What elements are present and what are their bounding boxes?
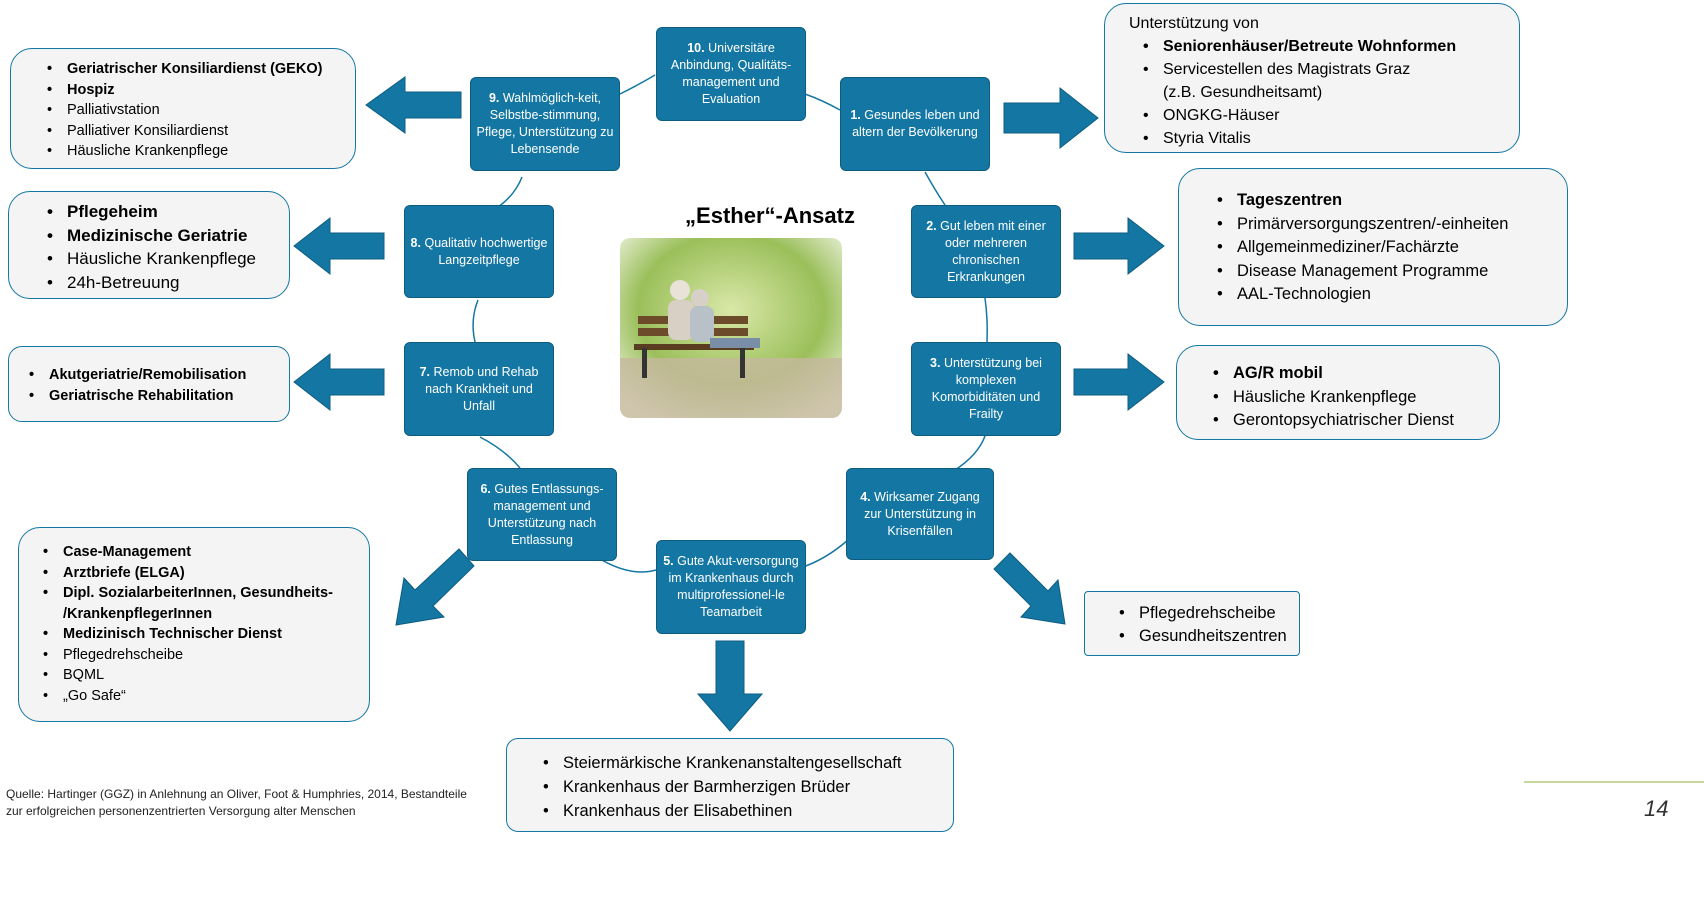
- box-item: Hospiz: [47, 80, 347, 101]
- box-item: AG/R mobil: [1213, 362, 1489, 386]
- node-number: 6.: [480, 481, 491, 496]
- arrow-2: [1073, 216, 1165, 276]
- bench-photo-illustration: [620, 238, 842, 418]
- diagram-title: „Esther“-Ansatz: [685, 203, 855, 228]
- box-item: Häusliche Krankenpflege: [1213, 386, 1489, 410]
- source-note: Quelle: Hartinger (GGZ) in Anlehnung an …: [6, 787, 467, 818]
- box-item: Palliativstation: [47, 100, 347, 121]
- box-item: Pflegedrehscheibe: [1119, 602, 1289, 625]
- box-item: Case-Management: [43, 542, 359, 563]
- box-item: Geriatrische Rehabilitation: [29, 386, 281, 407]
- box-item: Styria Vitalis: [1143, 127, 1509, 150]
- arrow-9: [365, 76, 462, 134]
- box-item: „Go Safe“: [43, 686, 359, 707]
- box-item: AAL-Technologien: [1217, 283, 1557, 307]
- box-item: Allgemeinmediziner/Fachärzte: [1217, 236, 1557, 260]
- box-node-7: Akutgeriatrie/Remobilisation Geriatrisch…: [8, 346, 290, 422]
- node-2[interactable]: 2. Gut leben mit einer oder mehreren chr…: [911, 205, 1061, 298]
- box-item: Häusliche Krankenpflege: [47, 247, 281, 271]
- box-item: Pflegedrehscheibe: [43, 645, 359, 666]
- box-item: Medizinisch Technischer Dienst: [43, 624, 359, 645]
- box-item: Häusliche Krankenpflege: [47, 141, 347, 162]
- box-heading: Unterstützung von: [1129, 15, 1259, 32]
- box-item: Krankenhaus der Elisabethinen: [543, 799, 943, 823]
- node-text: Remob und Rehab nach Krankheit und Unfal…: [425, 364, 539, 413]
- box-item: (z.B. Gesundheitsamt): [1163, 84, 1323, 101]
- node-5[interactable]: 5. Gute Akut-versorgung im Krankenhaus d…: [656, 540, 806, 634]
- box-item: Pflegeheim: [47, 200, 281, 224]
- node-10[interactable]: 10. Universitäre Anbindung, Qualitäts-ma…: [656, 27, 806, 121]
- node-1[interactable]: 1. Gesundes leben und altern der Bevölke…: [840, 77, 990, 171]
- box-node-1: Unterstützung von Seniorenhäuser/Betreut…: [1104, 3, 1520, 153]
- page-number-rule: [1524, 781, 1704, 783]
- node-text: Unterstützung bei komplexen Komorbidität…: [931, 356, 1042, 421]
- box-item: Servicestellen des Magistrats Graz: [1143, 58, 1509, 81]
- node-7[interactable]: 7. Remob und Rehab nach Krankheit und Un…: [404, 342, 554, 436]
- node-text: Universitäre Anbindung, Qualitäts-manage…: [670, 41, 792, 106]
- arrow-4: [993, 552, 1066, 625]
- node-4[interactable]: 4. Wirksamer Zugang zur Unterstützung in…: [846, 468, 994, 560]
- node-number: 3.: [930, 356, 941, 370]
- node-text: Wahlmöglich-keit, Selbstbe-stimmung, Pfl…: [476, 91, 614, 156]
- node-number: 10.: [687, 41, 705, 55]
- box-node-8: Pflegeheim Medizinische Geriatrie Häusli…: [8, 191, 290, 299]
- node-8[interactable]: 8. Qualitativ hochwertige Langzeitpflege: [404, 205, 554, 298]
- node-text: Qualitativ hochwertige Langzeitpflege: [424, 235, 548, 267]
- box-item: Krankenhaus der Barmherzigen Brüder: [543, 775, 943, 799]
- box-item: Dipl. SozialarbeiterInnen, Gesundheits-: [43, 583, 359, 604]
- node-number: 4.: [860, 489, 871, 504]
- box-item: Arztbriefe (ELGA): [43, 563, 359, 584]
- box-item: /KrankenpflegerInnen: [63, 605, 213, 622]
- page-number: 14: [1644, 796, 1669, 821]
- node-number: 5.: [663, 554, 674, 568]
- node-text: Gutes Entlassungs-management und Unterst…: [487, 481, 604, 547]
- box-node-6: Case-Management Arztbriefe (ELGA) Dipl. …: [18, 527, 370, 722]
- node-number: 7.: [419, 364, 430, 379]
- node-number: 1.: [850, 108, 861, 122]
- node-number: 8.: [410, 235, 421, 250]
- node-text: Wirksamer Zugang zur Unterstützung in Kr…: [864, 489, 980, 538]
- photo-elderly-couple: [620, 238, 842, 418]
- box-node-3: AG/R mobil Häusliche Krankenpflege Geron…: [1176, 345, 1500, 440]
- arrow-1: [1003, 86, 1099, 150]
- arrow-5: [696, 640, 764, 732]
- node-text: Gute Akut-versorgung im Krankenhaus durc…: [668, 554, 799, 619]
- box-item: Tageszentren: [1217, 189, 1557, 213]
- box-item: Palliativer Konsiliardienst: [47, 121, 347, 142]
- box-item: Medizinische Geriatrie: [47, 224, 281, 248]
- box-item: ONGKG-Häuser: [1143, 104, 1509, 127]
- arrow-7: [293, 352, 385, 412]
- box-item: Steiermärkische Krankenanstaltengesellsc…: [543, 751, 943, 775]
- node-text: Gut leben mit einer oder mehreren chroni…: [940, 218, 1046, 284]
- box-item: Primärversorgungszentren/-einheiten: [1217, 213, 1557, 237]
- box-node-5: Steiermärkische Krankenanstaltengesellsc…: [506, 738, 954, 832]
- box-node-2: Tageszentren Primärversorgungszentren/-e…: [1178, 168, 1568, 326]
- box-item: 24h-Betreuung: [47, 271, 281, 295]
- box-node-9: Geriatrischer Konsiliardienst (GEKO) Hos…: [10, 48, 356, 169]
- box-item: Disease Management Programme: [1217, 260, 1557, 284]
- node-3[interactable]: 3. Unterstützung bei komplexen Komorbidi…: [911, 342, 1061, 436]
- box-item: Seniorenhäuser/Betreute Wohnformen: [1143, 35, 1509, 58]
- node-number: 9.: [488, 91, 500, 105]
- node-9[interactable]: 9. Wahlmöglich-keit, Selbstbe-stimmung, …: [470, 77, 620, 171]
- box-item: Geriatrischer Konsiliardienst (GEKO): [47, 59, 347, 80]
- node-6[interactable]: 6. Gutes Entlassungs-management und Unte…: [467, 468, 617, 561]
- box-item: Akutgeriatrie/Remobilisation: [29, 365, 281, 386]
- node-number: 2.: [926, 218, 937, 233]
- arrow-6: [395, 548, 475, 626]
- box-node-4: Pflegedrehscheibe Gesundheitszentren: [1084, 591, 1300, 656]
- arrow-8: [293, 216, 385, 276]
- box-item: Gesundheitszentren: [1119, 625, 1289, 648]
- box-item: Gerontopsychiatrischer Dienst: [1213, 409, 1489, 433]
- node-text: Gesundes leben und altern der Bevölkerun…: [852, 108, 980, 139]
- box-item: BQML: [43, 665, 359, 686]
- arrow-3: [1073, 352, 1165, 412]
